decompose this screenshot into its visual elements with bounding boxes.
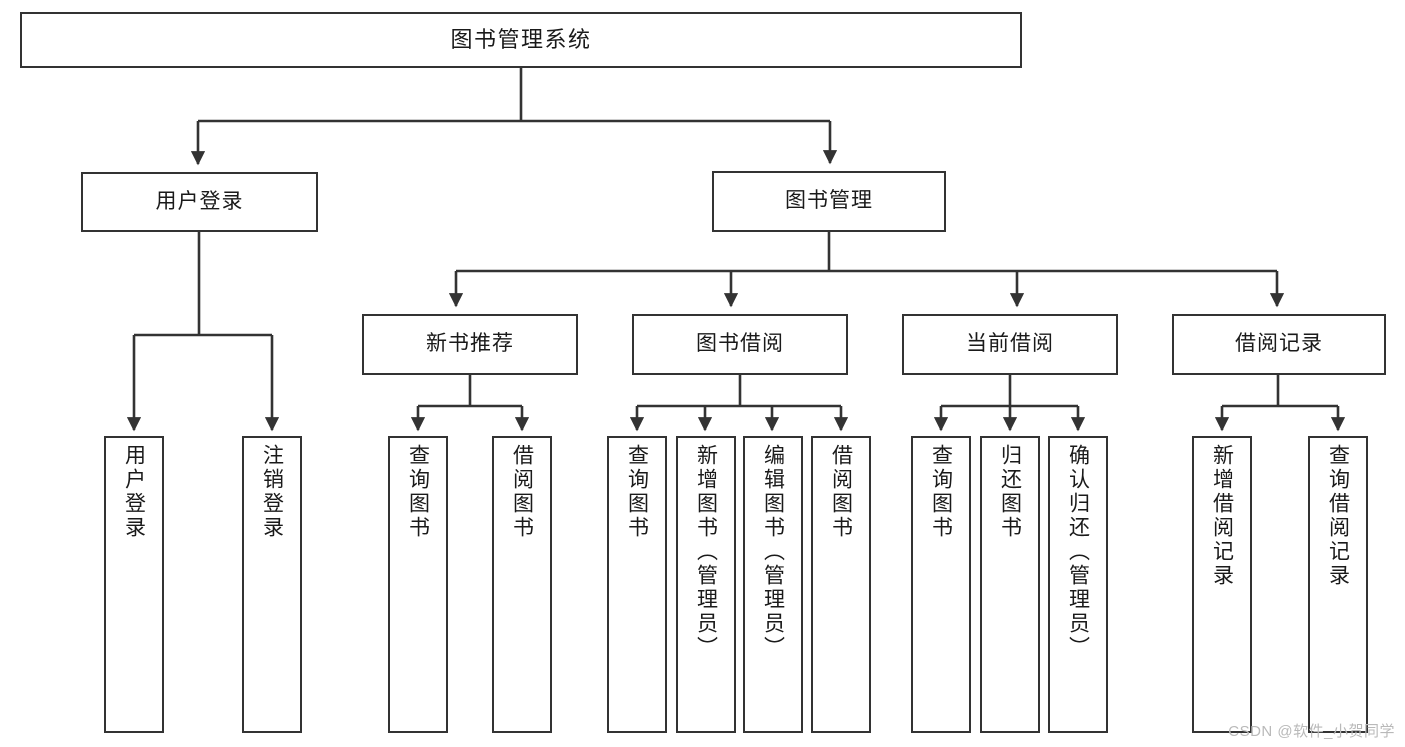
leaf-borrow-book-borrow[interactable]: 借阅图书 — [811, 436, 871, 733]
node-label: 用户登录 — [122, 444, 146, 540]
leaf-query-borrow-record[interactable]: 查询借阅记录 — [1308, 436, 1368, 733]
node-label: 确认归还（管理员） — [1066, 444, 1090, 660]
leaf-logout[interactable]: 注销登录 — [242, 436, 302, 733]
node-label: 新增图书（管理员） — [694, 444, 718, 660]
node-book-borrow[interactable]: 图书借阅 — [632, 314, 848, 375]
csdn-watermark: CSDN @软件_小贺同学 — [1228, 723, 1395, 740]
leaf-user-login[interactable]: 用户登录 — [104, 436, 164, 733]
leaf-return-book[interactable]: 归还图书 — [980, 436, 1040, 733]
node-label: 借阅记录 — [1235, 332, 1323, 356]
node-new-book-recommend[interactable]: 新书推荐 — [362, 314, 578, 375]
node-current-borrow[interactable]: 当前借阅 — [902, 314, 1118, 375]
node-label: 编辑图书（管理员） — [761, 444, 785, 660]
node-label: 新书推荐 — [426, 332, 514, 356]
leaf-add-borrow-record[interactable]: 新增借阅记录 — [1192, 436, 1252, 733]
node-label: 归还图书 — [998, 444, 1022, 540]
leaf-edit-book-admin[interactable]: 编辑图书（管理员） — [743, 436, 803, 733]
node-label: 注销登录 — [260, 444, 284, 540]
node-label: 查询图书 — [625, 444, 649, 540]
leaf-confirm-return-admin[interactable]: 确认归还（管理员） — [1048, 436, 1108, 733]
node-label: 查询图书 — [929, 444, 953, 540]
leaf-query-book-borrow[interactable]: 查询图书 — [607, 436, 667, 733]
node-label: 借阅图书 — [829, 444, 853, 540]
node-label: 图书借阅 — [696, 332, 784, 356]
node-label: 图书管理 — [785, 189, 873, 213]
node-user-login[interactable]: 用户登录 — [81, 172, 318, 232]
node-root-system[interactable]: 图书管理系统 — [20, 12, 1022, 68]
node-label: 借阅图书 — [510, 444, 534, 540]
node-label: 用户登录 — [155, 189, 244, 213]
node-label: 新增借阅记录 — [1210, 444, 1234, 588]
leaf-query-book-recommend[interactable]: 查询图书 — [388, 436, 448, 733]
leaf-borrow-book-recommend[interactable]: 借阅图书 — [492, 436, 552, 733]
leaf-query-book-current[interactable]: 查询图书 — [911, 436, 971, 733]
node-label: 当前借阅 — [966, 332, 1054, 356]
node-label: 查询图书 — [406, 444, 430, 540]
node-book-management[interactable]: 图书管理 — [712, 171, 946, 232]
node-borrow-record[interactable]: 借阅记录 — [1172, 314, 1386, 375]
node-label: 图书管理系统 — [450, 27, 592, 53]
node-label: 查询借阅记录 — [1326, 444, 1350, 588]
leaf-add-book-admin[interactable]: 新增图书（管理员） — [676, 436, 736, 733]
